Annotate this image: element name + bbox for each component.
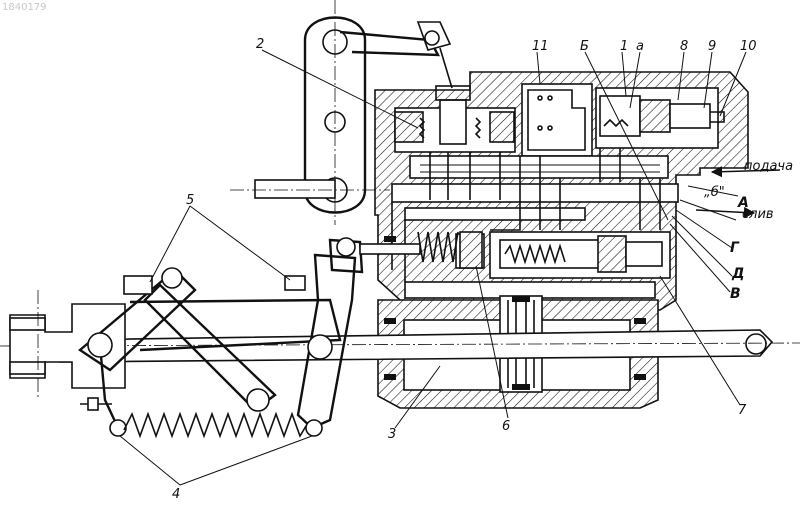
return-spring [124, 414, 306, 436]
label-podacha: подача [744, 159, 793, 174]
label-9: 9 [708, 39, 716, 54]
watermark-text: 1840179 [2, 2, 47, 13]
label-6: 6 [502, 419, 510, 434]
label-G: Г [730, 240, 740, 256]
label-2: 2 [256, 37, 264, 52]
label-b-cyr: Б [580, 39, 589, 54]
label-8: 8 [680, 39, 688, 54]
label-10: 10 [740, 39, 757, 54]
label-1: 1 [620, 39, 628, 54]
label-5: 5 [186, 193, 194, 208]
label-7: 7 [738, 403, 747, 418]
label-A: А [737, 195, 749, 211]
label-11: 11 [532, 39, 549, 54]
label-a-small: а [636, 39, 644, 54]
label-b-port: „б" [704, 185, 725, 200]
label-V: В [730, 286, 741, 302]
label-4: 4 [172, 487, 180, 502]
label-3: 3 [388, 427, 396, 442]
label-D: Д [731, 266, 744, 282]
